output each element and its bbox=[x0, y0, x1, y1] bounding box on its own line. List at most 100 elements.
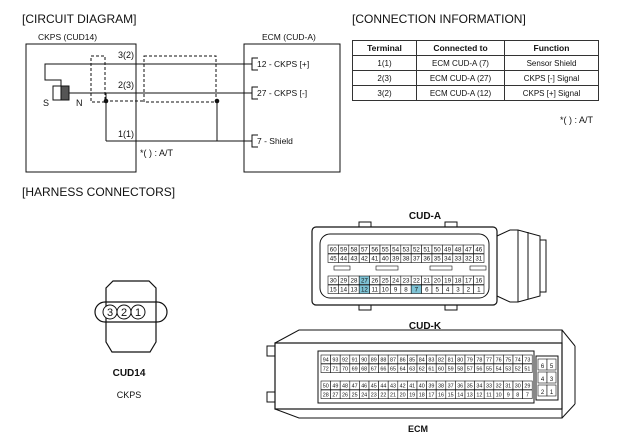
connector-pin-label: 59 bbox=[448, 366, 454, 372]
connector-pin-label: 42 bbox=[361, 255, 368, 262]
connection-note: *( ) : A/T bbox=[560, 115, 594, 125]
connector-pin-label: 40 bbox=[419, 383, 425, 389]
connector-pin-label: 58 bbox=[457, 366, 463, 372]
connector-pin-label: 39 bbox=[428, 383, 434, 389]
connector-pin-label: 94 bbox=[323, 357, 329, 363]
circuit-diagram-title: [CIRCUIT DIAGRAM] bbox=[22, 12, 136, 26]
connector-pin-label: 49 bbox=[444, 246, 451, 253]
connector-pin-label: 54 bbox=[496, 366, 502, 372]
wire-sensor-top bbox=[44, 63, 136, 86]
connector-pin-label: 71 bbox=[332, 366, 338, 372]
connector-pin-label: 30 bbox=[515, 383, 521, 389]
connector-pin-label: 15 bbox=[330, 286, 337, 293]
cell-connected-to: ECM CUD-A (12) bbox=[416, 85, 505, 101]
cell-terminal: 1(1) bbox=[352, 55, 417, 71]
connector-pin-label: 16 bbox=[438, 392, 444, 398]
connector-pin-cell bbox=[473, 244, 485, 254]
cud14-pin-label: 1 bbox=[135, 307, 141, 319]
connector-pin-label: 2 bbox=[541, 390, 545, 396]
connector-pin-label: 52 bbox=[413, 246, 420, 253]
table-row: 2(3) ECM CUD-A (27) CKPS [-] Signal bbox=[352, 70, 599, 86]
connector-pin-cell bbox=[522, 380, 533, 390]
cell-connected-to: ECM CUD-A (7) bbox=[416, 55, 505, 71]
connector-pin-label: 4 bbox=[541, 377, 545, 383]
connector-pin-label: 38 bbox=[403, 255, 410, 262]
connector-pin-label: 33 bbox=[486, 383, 492, 389]
ecm-pin-bracket-top bbox=[251, 57, 258, 71]
connector-pin-label: 33 bbox=[455, 255, 462, 262]
connector-pin-label: 6 bbox=[541, 364, 545, 370]
connector-pin-label: 12 bbox=[476, 392, 482, 398]
connector-pin-label: 52 bbox=[515, 366, 521, 372]
connector-pin-label: 50 bbox=[434, 246, 441, 253]
connector-pin-label: 14 bbox=[457, 392, 463, 398]
connector-pin-label: 5 bbox=[435, 286, 439, 293]
connector-pin-label: 63 bbox=[409, 366, 415, 372]
connector-pin-label: 22 bbox=[380, 392, 386, 398]
header-function: Function bbox=[504, 40, 599, 56]
connector-pin-label: 49 bbox=[332, 383, 338, 389]
connector-pin-label: 25 bbox=[352, 392, 358, 398]
cell-function: CKPS [-] Signal bbox=[504, 70, 599, 86]
connector-pin-cell bbox=[473, 275, 485, 285]
connector-pin-label: 57 bbox=[467, 366, 473, 372]
connector-pin-label: 48 bbox=[455, 246, 462, 253]
connector-pin-label: 24 bbox=[361, 392, 367, 398]
connector-pin-label: 59 bbox=[340, 246, 347, 253]
connector-pin-label: 87 bbox=[390, 357, 396, 363]
connector-pin-label: 19 bbox=[409, 392, 415, 398]
connector-pin-label: 85 bbox=[409, 357, 415, 363]
cudk-title: CUD-K bbox=[409, 321, 442, 332]
cuda-title: CUD-A bbox=[409, 211, 441, 222]
connector-pin-label: 24 bbox=[392, 277, 399, 284]
connector-pin-label: 21 bbox=[390, 392, 396, 398]
connector-pin-label: 1 bbox=[477, 286, 481, 293]
connector-pin-cell bbox=[473, 253, 485, 263]
sensor-box-label: CKPS (CUD14) bbox=[38, 32, 97, 42]
connector-pin-label: 80 bbox=[457, 357, 463, 363]
connector-pin-cell bbox=[522, 363, 533, 373]
connector-pin-label: 18 bbox=[455, 277, 462, 284]
cuda-key-slot bbox=[429, 265, 453, 271]
connector-pin-label: 39 bbox=[392, 255, 399, 262]
connector-pin-label: 9 bbox=[507, 392, 510, 398]
wire-mid-label: 2(3) bbox=[118, 80, 134, 90]
connector-pin-label: 37 bbox=[413, 255, 420, 262]
connector-pin-label: 57 bbox=[361, 246, 368, 253]
connector-pin-label: 56 bbox=[371, 246, 378, 253]
connector-pin-label: 10 bbox=[382, 286, 389, 293]
header-connected-to: Connected to bbox=[416, 40, 505, 56]
connector-pin-label: 7 bbox=[415, 286, 419, 293]
connector-pin-label: 76 bbox=[496, 357, 502, 363]
connector-pin-label: 67 bbox=[371, 366, 377, 372]
connector-pin-label: 35 bbox=[467, 383, 473, 389]
sensor-s-label: S bbox=[43, 98, 49, 108]
connector-pin-label: 17 bbox=[465, 277, 472, 284]
connector-pin-label: 84 bbox=[419, 357, 425, 363]
connector-pin-label: 7 bbox=[526, 392, 529, 398]
shield-dashed-middle bbox=[143, 55, 217, 103]
connector-pin-label: 27 bbox=[332, 392, 338, 398]
table-row: 3(2) ECM CUD-A (12) CKPS [+] Signal bbox=[352, 85, 599, 101]
connector-pin-label: 55 bbox=[486, 366, 492, 372]
header-terminal: Terminal bbox=[352, 40, 417, 56]
connector-pin-label: 90 bbox=[361, 357, 367, 363]
connector-pin-label: 86 bbox=[400, 357, 406, 363]
connector-pin-cell bbox=[473, 284, 485, 294]
connector-pin-label: 28 bbox=[323, 392, 329, 398]
wire-top-label: 3(2) bbox=[118, 50, 134, 60]
connector-pin-label: 78 bbox=[476, 357, 482, 363]
connector-pin-label: 17 bbox=[428, 392, 434, 398]
connector-pin-label: 45 bbox=[330, 255, 337, 262]
connector-pin-label: 68 bbox=[361, 366, 367, 372]
circuit-note: *( ) : A/T bbox=[140, 148, 174, 158]
connector-pin-label: 62 bbox=[419, 366, 425, 372]
connector-pin-label: 15 bbox=[448, 392, 454, 398]
connector-pin-label: 91 bbox=[352, 357, 358, 363]
connector-pin-label: 42 bbox=[400, 383, 406, 389]
connector-pin-label: 11 bbox=[372, 286, 379, 293]
connector-pin-label: 6 bbox=[425, 286, 429, 293]
cuda-key-slot bbox=[469, 265, 487, 271]
cell-function: Sensor Shield bbox=[504, 55, 599, 71]
